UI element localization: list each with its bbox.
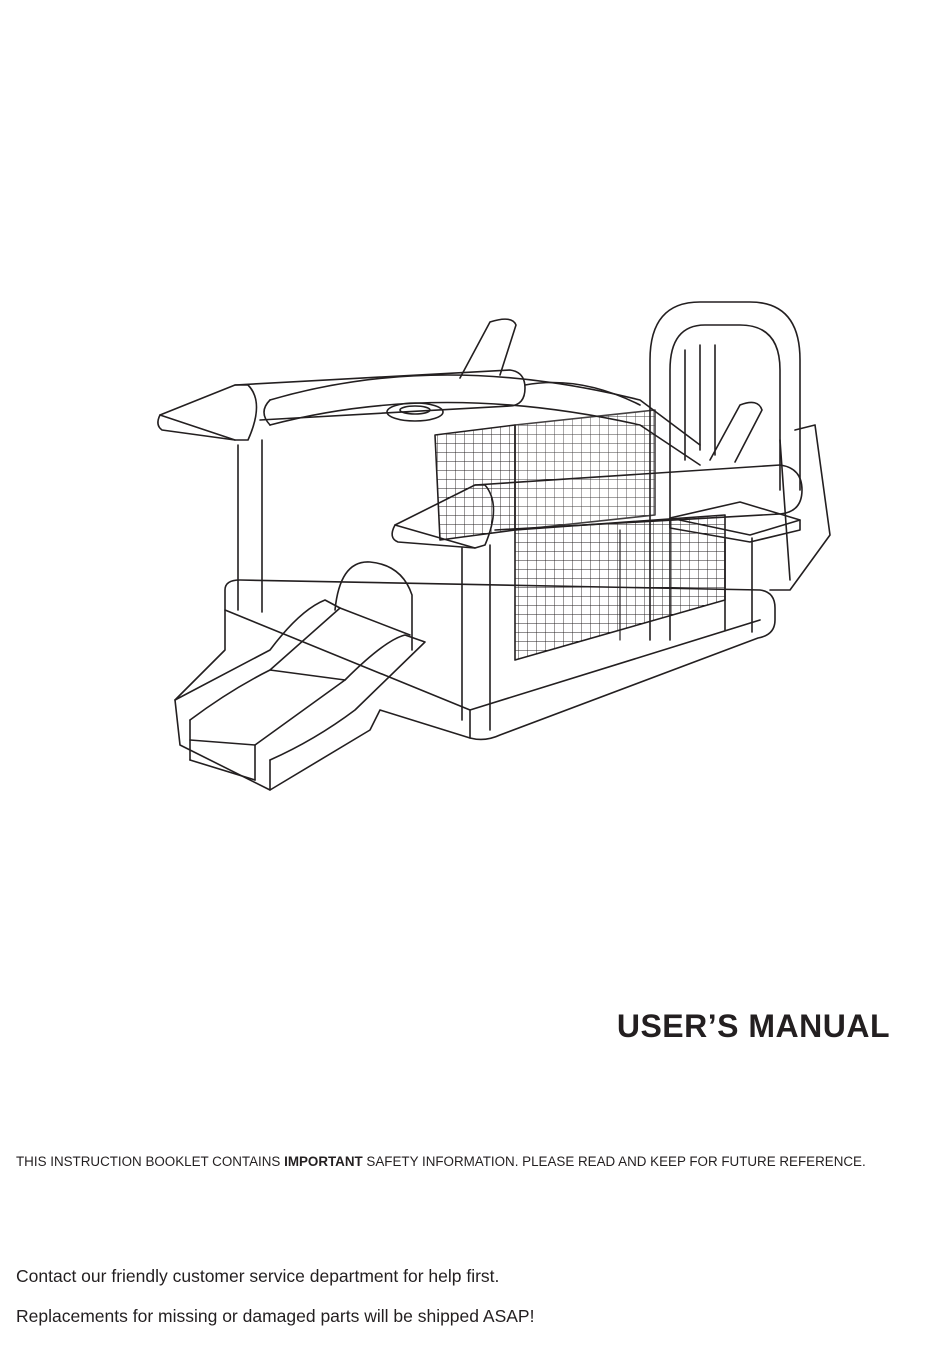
replacement-line: Replacements for missing or damaged part…: [16, 1306, 534, 1327]
notice-suffix: SAFETY INFORMATION. PLEASE READ AND KEEP…: [363, 1154, 866, 1169]
manual-title: USER’S MANUAL: [560, 1008, 890, 1045]
contact-line: Contact our friendly customer service de…: [16, 1266, 499, 1287]
bounce-house-illustration: [140, 290, 840, 810]
inflatable-bounce-house-drawing: [140, 290, 840, 810]
notice-prefix: THIS INSTRUCTION BOOKLET CONTAINS: [16, 1154, 284, 1169]
safety-notice: THIS INSTRUCTION BOOKLET CONTAINS IMPORT…: [16, 1154, 950, 1169]
notice-emphasis: IMPORTANT: [284, 1154, 363, 1169]
